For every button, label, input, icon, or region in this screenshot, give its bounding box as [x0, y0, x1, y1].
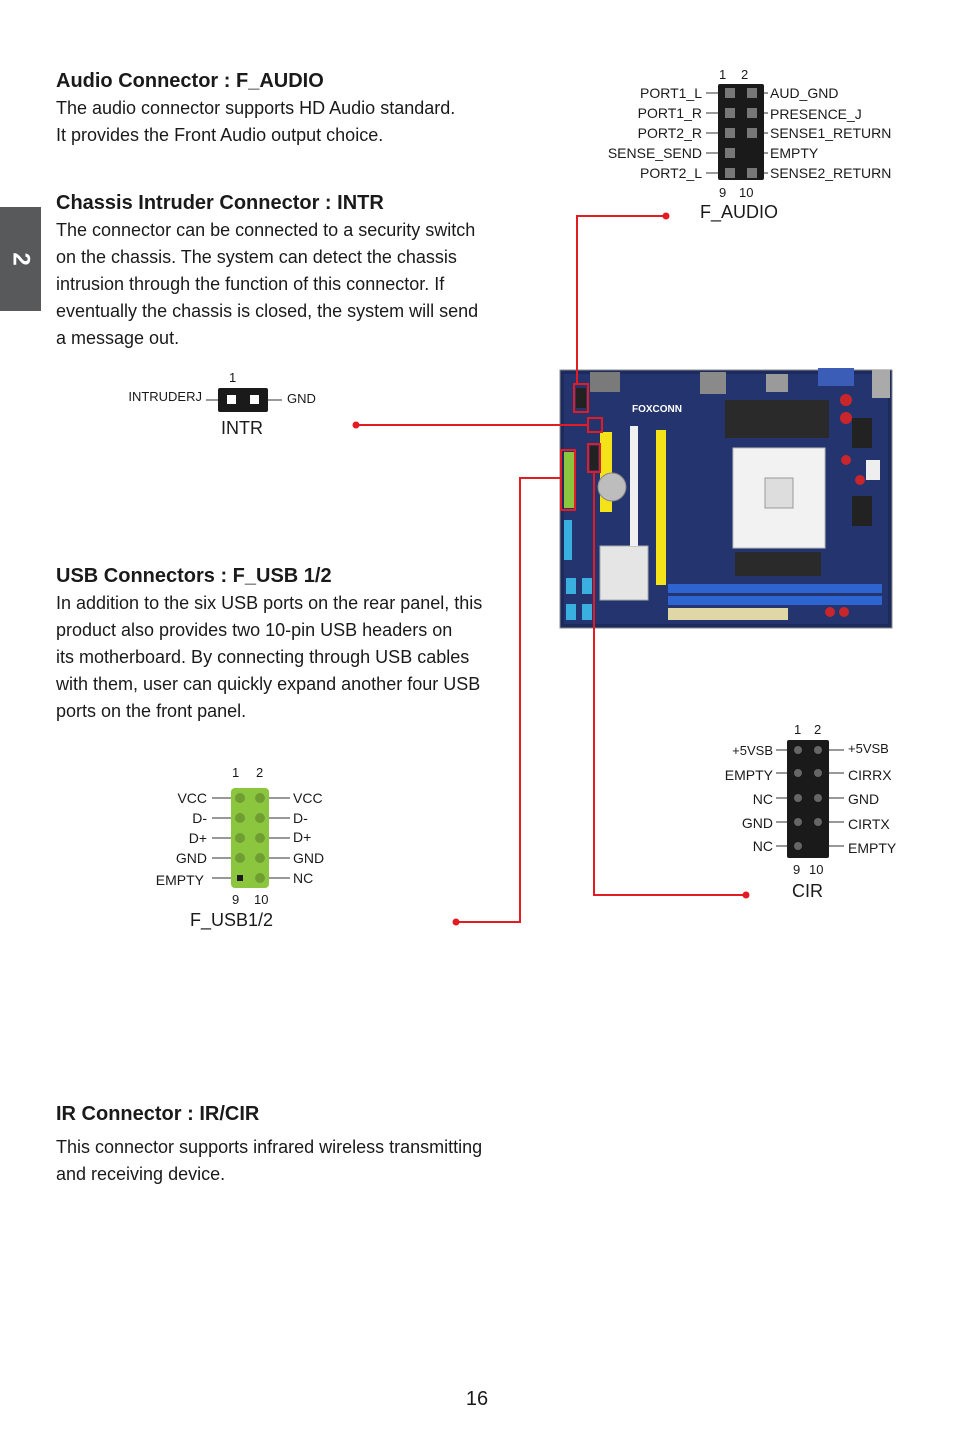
motherboard: FOXCONN	[559, 368, 893, 629]
cir-right-label: CIRRX	[848, 767, 892, 783]
usb-header-graphic	[212, 788, 290, 888]
audio-left-label: PORT2_R	[637, 125, 702, 141]
audio-pin-1: 1	[719, 67, 727, 82]
usb-right-label: D-	[293, 810, 308, 826]
cir-pin-10: 10	[809, 862, 824, 877]
usb-line-5: ports on the front panel.	[56, 701, 247, 721]
usb-leader	[456, 477, 561, 923]
audio-pin-2: 2	[741, 67, 749, 82]
usb-pin-2: 2	[256, 765, 264, 780]
intr-heading: Chassis Intruder Connector : INTR	[56, 192, 384, 214]
cir-description: This connector supports infrared wireles…	[56, 1134, 482, 1188]
usb-right-label: NC	[293, 870, 314, 886]
intr-pin-1: 1	[229, 370, 237, 385]
cir-left-label: EMPTY	[724, 767, 773, 783]
usb-line-2: product also provides two 10-pin USB hea…	[56, 620, 453, 640]
audio-left-label: PORT1_R	[637, 105, 702, 121]
board-brand: FOXCONN	[632, 404, 682, 415]
cir-caption: CIR	[792, 881, 823, 901]
audio-header-highlight	[573, 383, 589, 413]
cir-pin-2: 2	[814, 722, 822, 737]
cir-line-2: and receiving device.	[56, 1164, 226, 1184]
intr-line-2: on the chassis. The system can detect th…	[56, 247, 457, 267]
audio-right-label: SENSE2_RETURN	[770, 165, 892, 181]
audio-heading: Audio Connector : F_AUDIO	[56, 70, 324, 92]
usb-heading: USB Connectors : F_USB 1/2	[56, 565, 332, 587]
audio-left-label: PORT2_L	[640, 165, 702, 181]
cir-left-label: +5VSB	[732, 743, 773, 758]
usb-line-4: with them, user can quickly expand anoth…	[56, 674, 481, 694]
intr-left-label: INTRUDERJ	[128, 389, 202, 404]
leader-lines	[356, 215, 746, 923]
intr-line-1: The connector can be connected to a secu…	[56, 220, 476, 240]
audio-right-label: AUD_GND	[770, 85, 839, 101]
usb-left-label: GND	[175, 850, 207, 866]
cir-pin-9: 9	[793, 862, 801, 877]
usb-right-label: VCC	[293, 790, 323, 806]
usb-right-label: GND	[293, 850, 325, 866]
intr-header-graphic	[206, 388, 282, 412]
usb-left-label: D+	[188, 830, 207, 846]
chapter-tab	[0, 207, 41, 311]
cir-right-label: GND	[848, 791, 880, 807]
audio-right-label: PRESENCE_J	[770, 106, 862, 122]
page-number: 16	[465, 1388, 489, 1410]
intr-right-label: GND	[287, 391, 316, 406]
audio-leader	[576, 215, 666, 384]
audio-line-1: The audio connector supports HD Audio st…	[56, 98, 456, 118]
usb-left-label: VCC	[177, 790, 207, 806]
cir-right-label: EMPTY	[848, 840, 897, 856]
audio-caption: F_AUDIO	[700, 202, 779, 222]
cir-leader	[593, 472, 746, 896]
usb-description: In addition to the six USB ports on the …	[56, 590, 482, 725]
cir-left-label: NC	[752, 838, 773, 854]
audio-right-label: EMPTY	[770, 145, 819, 161]
cir-pin-1: 1	[794, 722, 802, 737]
cir-header-graphic	[776, 740, 844, 858]
cir-left-label: GND	[741, 815, 773, 831]
audio-right-label: SENSE1_RETURN	[770, 125, 892, 141]
audio-left-label: PORT1_L	[640, 85, 702, 101]
audio-description: The audio connector supports HD Audio st…	[56, 95, 455, 149]
usb-pin-10: 10	[254, 892, 269, 907]
leader-dots	[352, 212, 750, 926]
usb-line-3: its motherboard. By connecting through U…	[56, 647, 470, 667]
cir-right-label: +5VSB	[848, 741, 889, 756]
usb-left-label: EMPTY	[155, 872, 204, 888]
cir-left-label: NC	[752, 791, 773, 807]
audio-left-label: SENSE_SEND	[607, 145, 702, 161]
intr-line-4: eventually the chassis is closed, the sy…	[56, 301, 479, 321]
usb-right-label: D+	[293, 829, 312, 845]
usb-left-label: D-	[192, 810, 207, 826]
intr-line-5: a message out.	[56, 328, 180, 348]
cir-line-1: This connector supports infrared wireles…	[56, 1137, 483, 1157]
audio-pin-9: 9	[719, 185, 727, 200]
intr-line-3: intrusion through the function of this c…	[56, 274, 445, 294]
usb-caption: F_USB1/2	[190, 910, 274, 930]
usb-line-1: In addition to the six USB ports on the …	[56, 593, 483, 613]
usb-header-highlight	[560, 449, 576, 511]
intr-caption: INTR	[221, 418, 263, 438]
usb-pin-9: 9	[232, 892, 240, 907]
cir-heading: IR Connector : IR/CIR	[56, 1103, 260, 1125]
intr-description: The connector can be connected to a secu…	[56, 217, 478, 352]
usb-pin-1: 1	[232, 765, 240, 780]
audio-pin-10: 10	[739, 185, 754, 200]
audio-header-graphic	[706, 84, 768, 180]
audio-line-2: It provides the Front Audio output choic…	[56, 125, 384, 145]
cir-right-label: CIRTX	[848, 816, 890, 832]
